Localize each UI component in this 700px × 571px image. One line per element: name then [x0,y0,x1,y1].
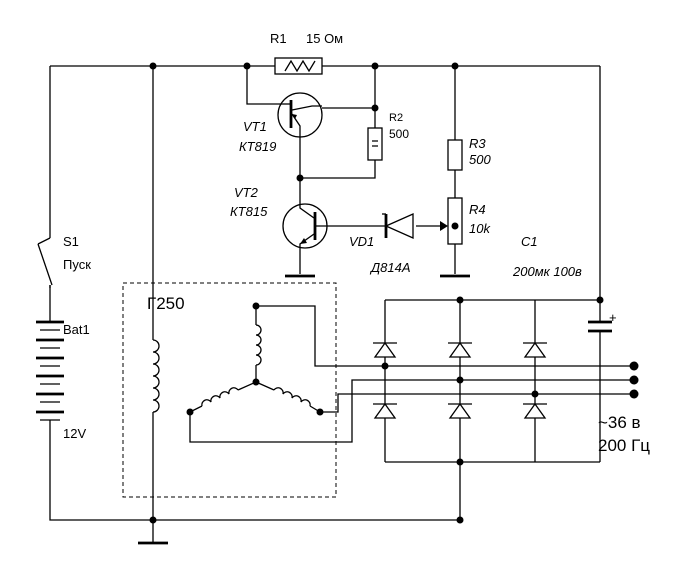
resistor-r1 [274,57,323,75]
transistor-vt2 [282,200,328,249]
generator-label: Г250 [147,294,185,313]
r3-label: R3 [469,136,486,151]
zener-vd1 [382,212,414,240]
r4-label: R4 [469,202,486,217]
diode-bridge [373,341,547,419]
vt1-type: КТ819 [239,139,276,154]
vd1-label: VD1 [349,234,374,249]
r2-label: R2 [389,112,403,124]
c1-label: C1 [521,234,538,249]
switch-s1 [37,237,53,288]
r4-value: 10k [469,221,491,236]
vd1-type: Д814А [369,260,411,275]
stator-windings [189,306,321,413]
resistor-r2 [367,127,383,161]
bat1-voltage: 12V [63,426,86,441]
r2-value: 500 [389,127,409,141]
labels: R1 15 Ом VT1 КТ819 R2 500 R3 500 VT2 КТ8… [63,31,650,455]
output-frequency: 200 Гц [598,436,650,455]
vt2-label: VT2 [234,185,259,200]
wires [49,65,632,545]
capacitor-c1 [588,320,612,333]
output-voltage: ~36 в [598,413,641,432]
r3-value: 500 [469,152,491,167]
battery-bat1 [36,318,64,430]
s1-caption: Пуск [63,257,91,272]
excitation-coil [152,339,160,413]
generator-box [122,282,337,498]
transistor-vt1 [277,92,323,138]
r1-value: 15 Ом [306,31,343,46]
r1-label: R1 [270,31,287,46]
s1-label: S1 [63,234,79,249]
output-terminals [629,361,639,399]
resistor-r3 [447,139,463,171]
vt2-type: КТ815 [230,204,268,219]
c1-plus: + [609,310,617,325]
bat1-label: Bat1 [63,322,90,337]
vt1-label: VT1 [243,119,267,134]
potentiometer-r4 [440,197,463,245]
junction-dots [149,62,604,524]
c1-value: 200мк 100в [512,264,582,279]
